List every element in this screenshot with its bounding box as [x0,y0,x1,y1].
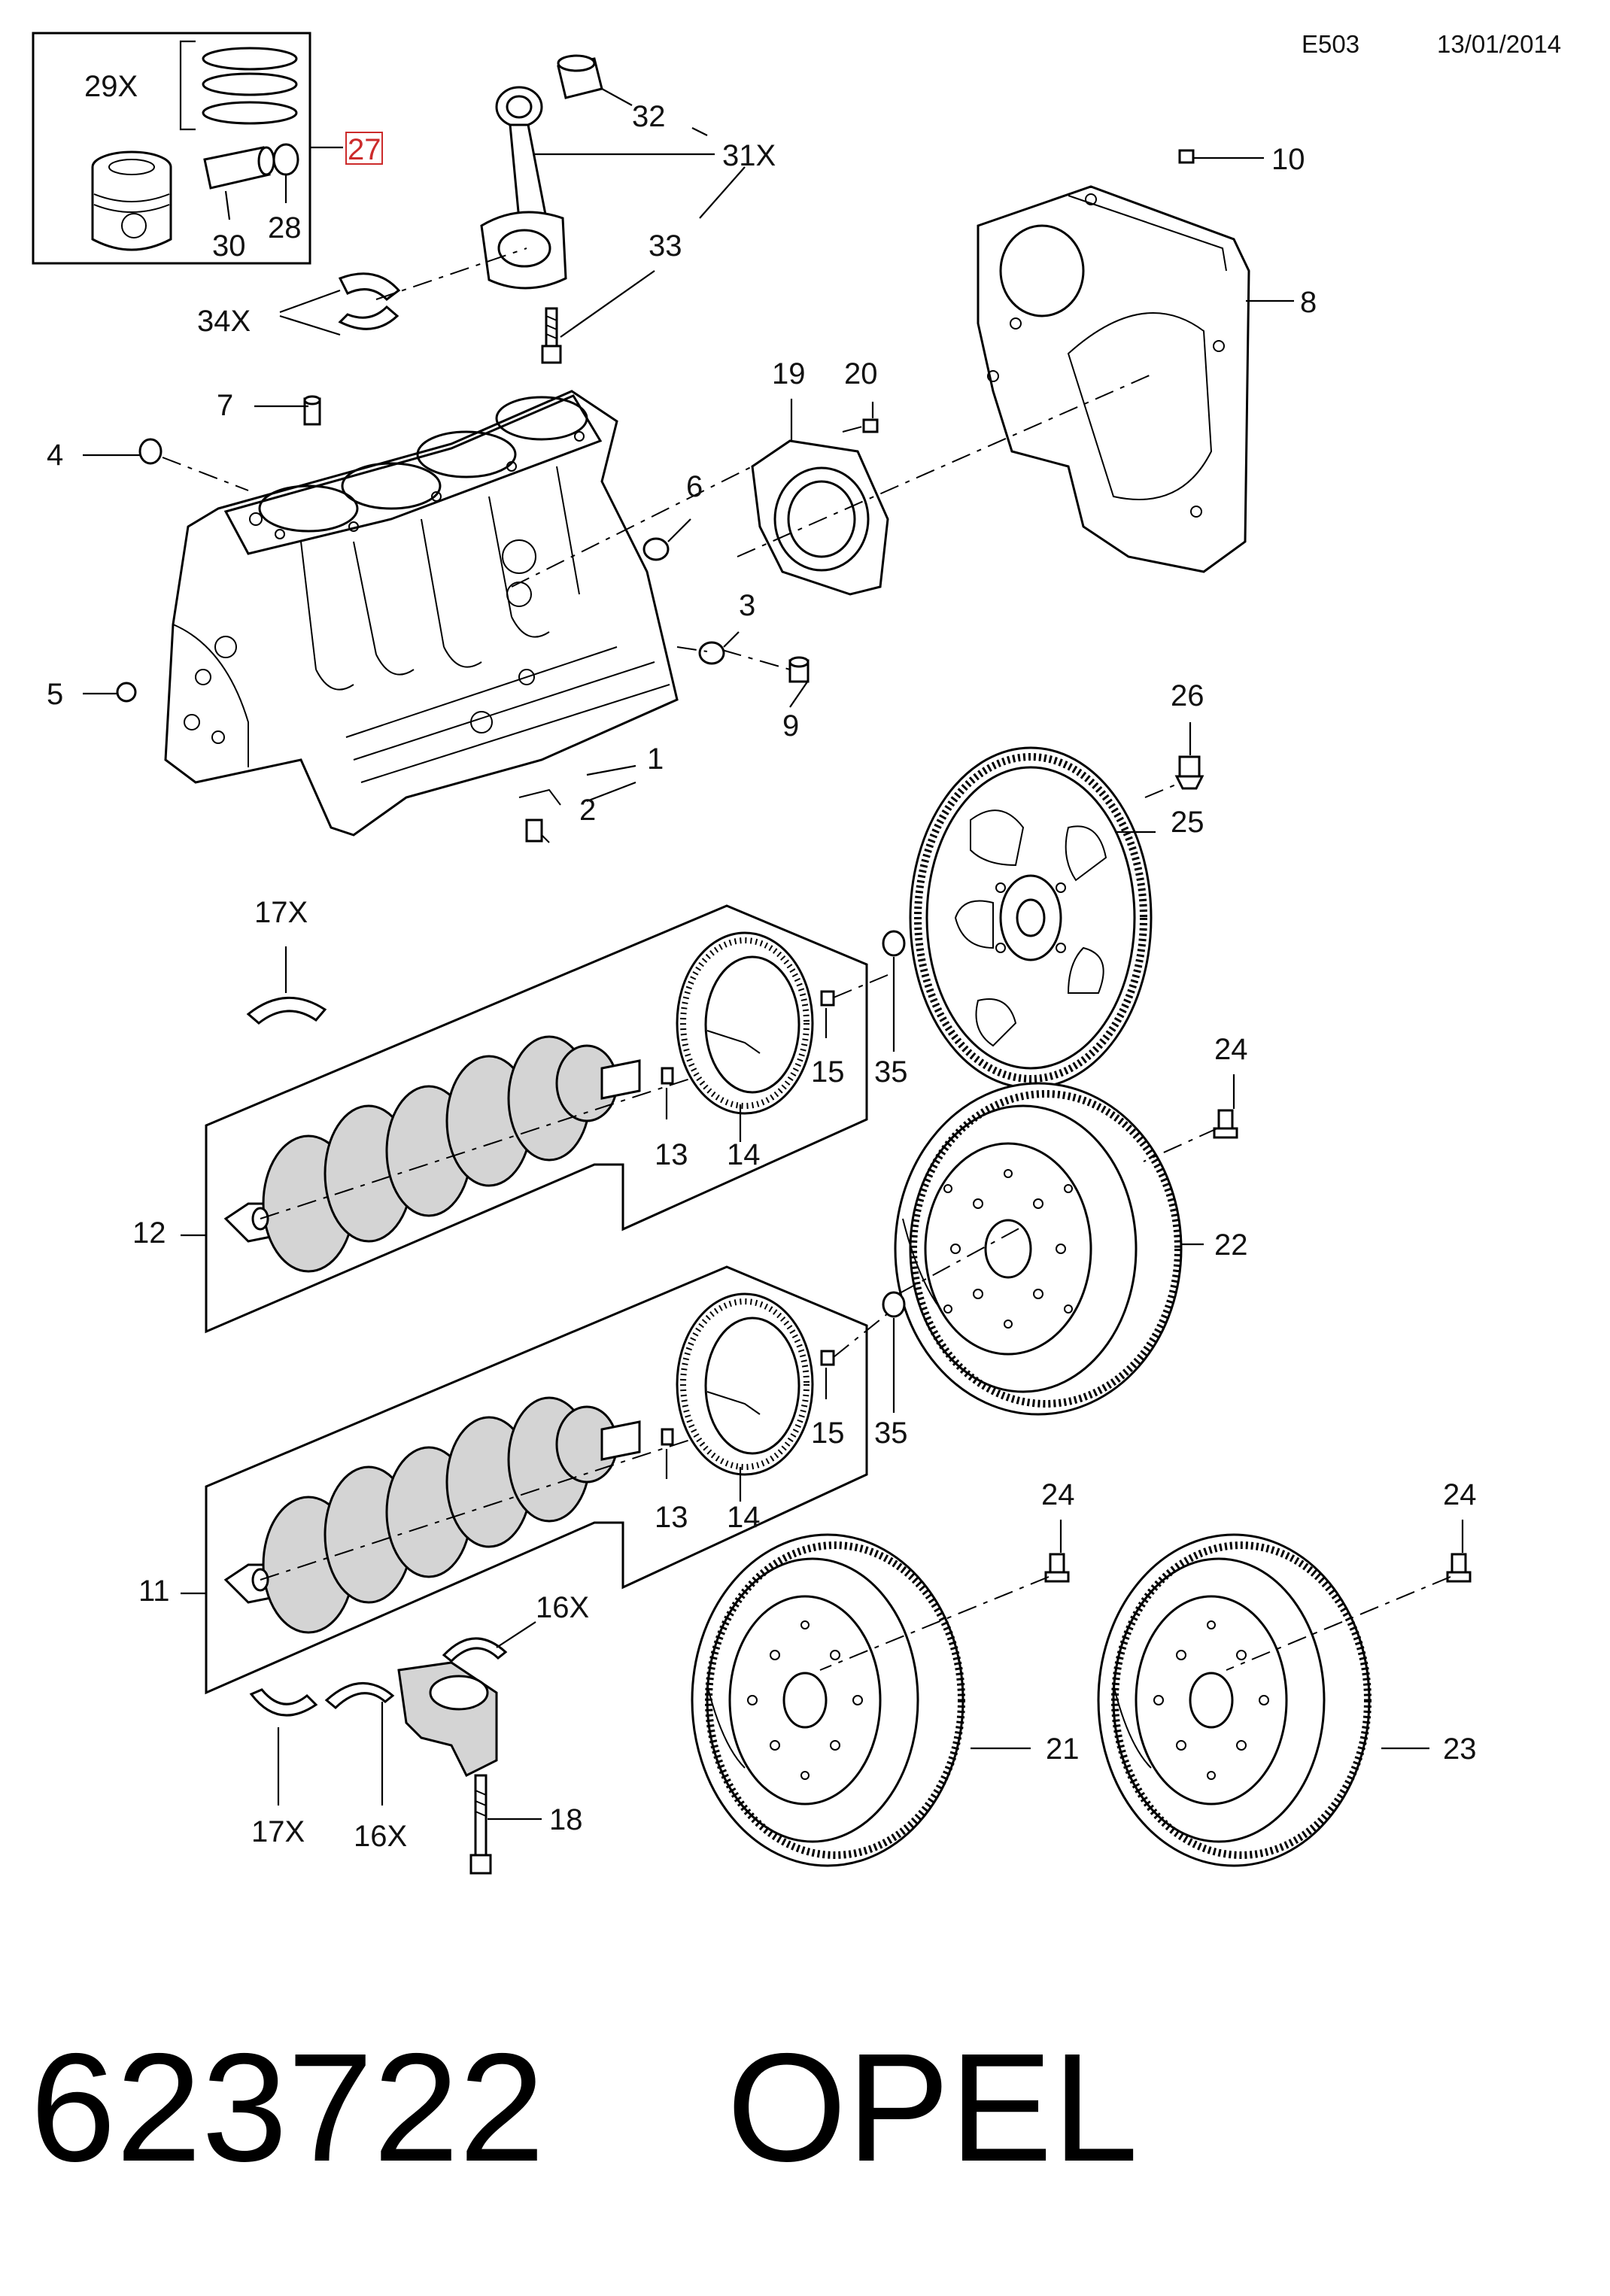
flexplate [909,722,1204,1089]
label-15-bottom: 15 [811,1417,845,1450]
label-8: 8 [1300,286,1317,319]
piston-assembly-group [32,32,343,265]
label-14-bottom: 14 [727,1501,761,1534]
flywheel-22 [894,1074,1238,1416]
label-6: 6 [686,470,703,503]
diagram-code: E503 [1302,30,1359,58]
label-2: 2 [579,794,596,827]
label-34X: 34X [197,305,251,338]
label-5: 5 [47,678,63,711]
label-16X-top: 16X [536,1591,589,1624]
label-26: 26 [1171,679,1204,712]
flywheel-21 [691,1520,1070,1867]
label-25: 25 [1171,806,1204,839]
main-bearing-cap-group [249,1621,542,1875]
flywheel-23 [1097,1520,1472,1867]
cylinder-block [83,390,810,843]
label-28: 28 [268,211,302,244]
label-24-right: 24 [1443,1478,1477,1511]
label-32: 32 [632,100,666,133]
label-31X: 31X [722,139,776,172]
brand-name: OPEL [727,2021,1138,2194]
label-3: 3 [739,589,755,622]
connecting-rod-group [279,54,746,364]
label-13-bottom: 13 [655,1501,688,1534]
engine-rear-plate [977,149,1294,573]
label-30: 30 [212,229,246,263]
label-33: 33 [649,229,682,263]
label-27-highlighted: 27 [348,133,381,166]
part-number: 623722 [30,2021,545,2194]
label-21: 21 [1046,1733,1080,1766]
crankshaft-assembly-lower [181,1265,889,1695]
label-14-top: 14 [727,1138,761,1171]
highlight-box-27 [345,132,383,165]
spacer-35-upper [882,930,906,1052]
label-16X-bottom: 16X [354,1820,407,1853]
label-10: 10 [1271,143,1305,176]
label-20: 20 [844,357,878,390]
label-13-top: 13 [655,1138,688,1171]
diagram-date: 13/01/2014 [1437,30,1561,58]
label-12: 12 [132,1216,166,1250]
label-35-top: 35 [874,1055,908,1089]
label-35-bottom: 35 [874,1417,908,1450]
label-23: 23 [1443,1733,1477,1766]
spacer-35-lower [882,1291,906,1413]
label-7: 7 [217,389,233,422]
label-1: 1 [647,743,664,776]
label-22: 22 [1214,1228,1248,1262]
rear-seal-housing [737,374,1152,596]
label-4: 4 [47,439,63,472]
label-19: 19 [772,357,806,390]
crankshaft-assembly-upper [181,904,889,1334]
label-9: 9 [782,709,799,743]
label-24-top: 24 [1214,1033,1248,1066]
label-15-top: 15 [811,1055,845,1089]
label-18: 18 [549,1803,583,1836]
label-24-left: 24 [1041,1478,1075,1511]
label-17X-top: 17X [254,896,308,929]
label-11: 11 [138,1575,170,1608]
label-29X: 29X [84,70,138,103]
label-17X-bottom: 17X [251,1815,305,1848]
